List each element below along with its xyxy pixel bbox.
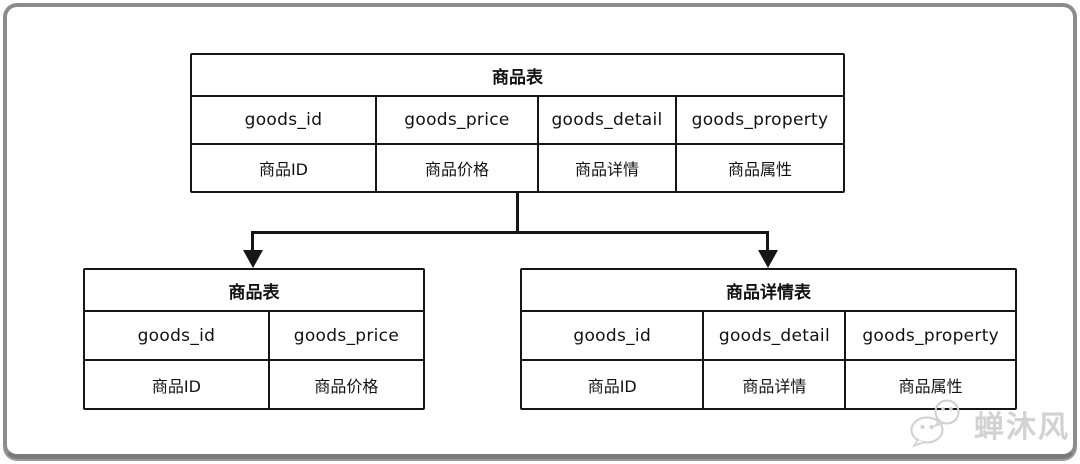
connector-right-drop-line <box>766 231 769 255</box>
table-title: 商品详情表 <box>726 282 811 303</box>
label-cell: 商品价格 <box>267 361 423 408</box>
table-goods-full: 商品表 goods_id goods_price goods_detail go… <box>190 53 845 193</box>
label-cell: 商品价格 <box>374 145 537 191</box>
table-header-row: 商品表 <box>85 270 423 310</box>
table-title: 商品表 <box>492 67 543 88</box>
arrowhead-down-left-icon <box>243 250 263 268</box>
connector-horizontal-line <box>251 231 769 234</box>
table-goods-split: 商品表 goods_id goods_price 商品ID 商品价格 <box>83 268 425 410</box>
table-label-row: 商品ID 商品价格 商品详情 商品属性 <box>192 143 843 191</box>
label-cell: 商品ID <box>587 376 637 396</box>
label-cell: 商品详情 <box>702 361 844 408</box>
table-header-row: 商品表 <box>192 55 843 95</box>
field-cell: goods_property <box>844 312 1015 359</box>
label-cell: 商品ID <box>258 160 308 179</box>
table-field-row: goods_id goods_price goods_detail goods_… <box>192 95 843 143</box>
table-field-row: goods_id goods_detail goods_property <box>522 310 1015 359</box>
table-title: 商品表 <box>228 282 280 303</box>
table-label-row: 商品ID 商品详情 商品属性 <box>522 359 1015 408</box>
field-cell: goods_price <box>374 97 537 143</box>
field-cell: goods_detail <box>537 97 675 143</box>
label-cell: 商品属性 <box>675 145 843 191</box>
connector-stem-line <box>516 193 519 234</box>
label-cell: 商品属性 <box>844 361 1015 408</box>
arrowhead-down-right-icon <box>758 250 778 268</box>
field-cell: goods_id <box>573 325 652 346</box>
label-cell: 商品详情 <box>537 145 675 191</box>
field-cell: goods_id <box>137 325 216 346</box>
table-field-row: goods_id goods_price <box>85 310 423 359</box>
field-cell: goods_detail <box>702 312 844 359</box>
table-header-row: 商品详情表 <box>522 270 1015 310</box>
field-cell: goods_property <box>675 97 843 143</box>
table-goods-detail-split: 商品详情表 goods_id goods_detail goods_proper… <box>520 268 1017 410</box>
table-label-row: 商品ID 商品价格 <box>85 359 423 408</box>
connector-left-drop-line <box>251 231 254 255</box>
label-cell: 商品ID <box>151 376 201 396</box>
field-cell: goods_price <box>267 312 423 359</box>
field-cell: goods_id <box>244 110 323 130</box>
